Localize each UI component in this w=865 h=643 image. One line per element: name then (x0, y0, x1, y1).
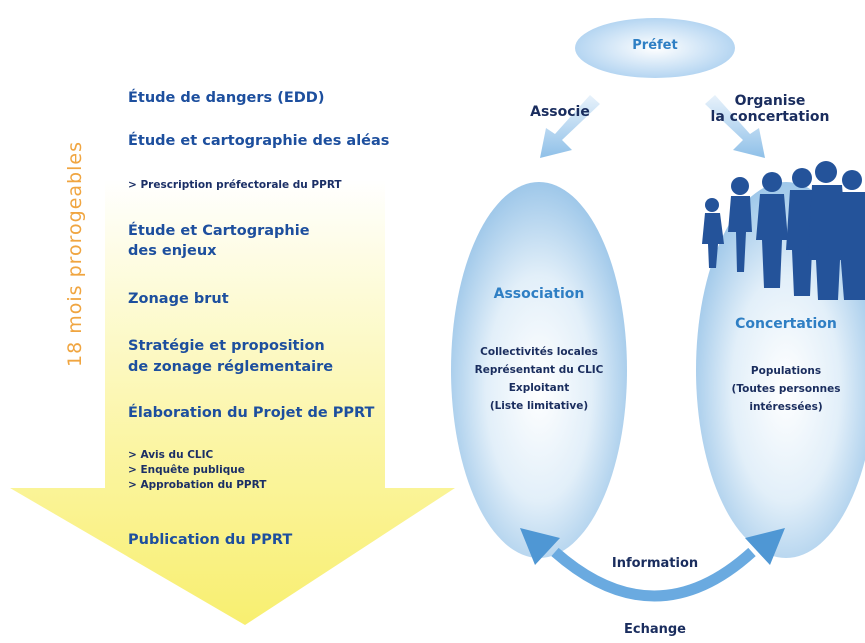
exchange-arrow-left (520, 528, 560, 565)
step-strategie-2: de zonage réglementaire (128, 359, 334, 375)
association-line-1: Collectivités locales (480, 346, 598, 358)
concertation-title: Concertation (735, 316, 837, 332)
exchange-arrow-right (745, 528, 785, 565)
echange-label: Echange (624, 622, 686, 637)
association-line-2: Représentant du CLIC (474, 364, 604, 376)
concertation-line-1: Populations (750, 365, 822, 377)
organise-arrow (705, 95, 765, 158)
organise-label-1: Organise (734, 93, 806, 109)
step-aleas: Étude et cartographie des aléas (128, 133, 390, 149)
exchange-arc (551, 547, 756, 602)
step-zonage-brut: Zonage brut (128, 291, 229, 307)
step-elaboration: Élaboration du Projet de PPRT (128, 405, 375, 421)
step-publication: Publication du PPRT (128, 532, 293, 548)
step-enjeux-2: des enjeux (128, 243, 217, 259)
prefet-oval (575, 18, 735, 78)
substep-prescription: > Prescription préfectorale du PPRT (128, 179, 342, 191)
organise-label-2: la concertation (710, 109, 830, 125)
association-title: Association (493, 286, 585, 302)
association-line-3: Exploitant (508, 382, 570, 394)
substep-approbation: > Approbation du PPRT (128, 479, 267, 491)
duration-label: 18 mois prorogeables (64, 141, 86, 367)
associe-arrow (540, 95, 600, 158)
concertation-line-2: (Toutes personnes (731, 383, 841, 395)
step-edd: Étude de dangers (EDD) (128, 90, 325, 106)
people-silhouettes (702, 161, 865, 300)
step-enjeux-1: Étude et Cartographie (128, 223, 310, 239)
prefet-label: Préfet (632, 38, 678, 53)
step-strategie-1: Stratégie et proposition (128, 338, 325, 354)
substep-enquete: > Enquête publique (128, 464, 245, 476)
associe-label: Associe (530, 104, 590, 120)
association-oval (451, 182, 627, 558)
substep-avis-clic: > Avis du CLIC (128, 449, 214, 461)
timeline-arrow (10, 180, 455, 625)
association-line-4: (Liste limitative) (489, 400, 589, 412)
concertation-line-3: intéressées) (749, 401, 823, 413)
information-label: Information (611, 556, 699, 571)
